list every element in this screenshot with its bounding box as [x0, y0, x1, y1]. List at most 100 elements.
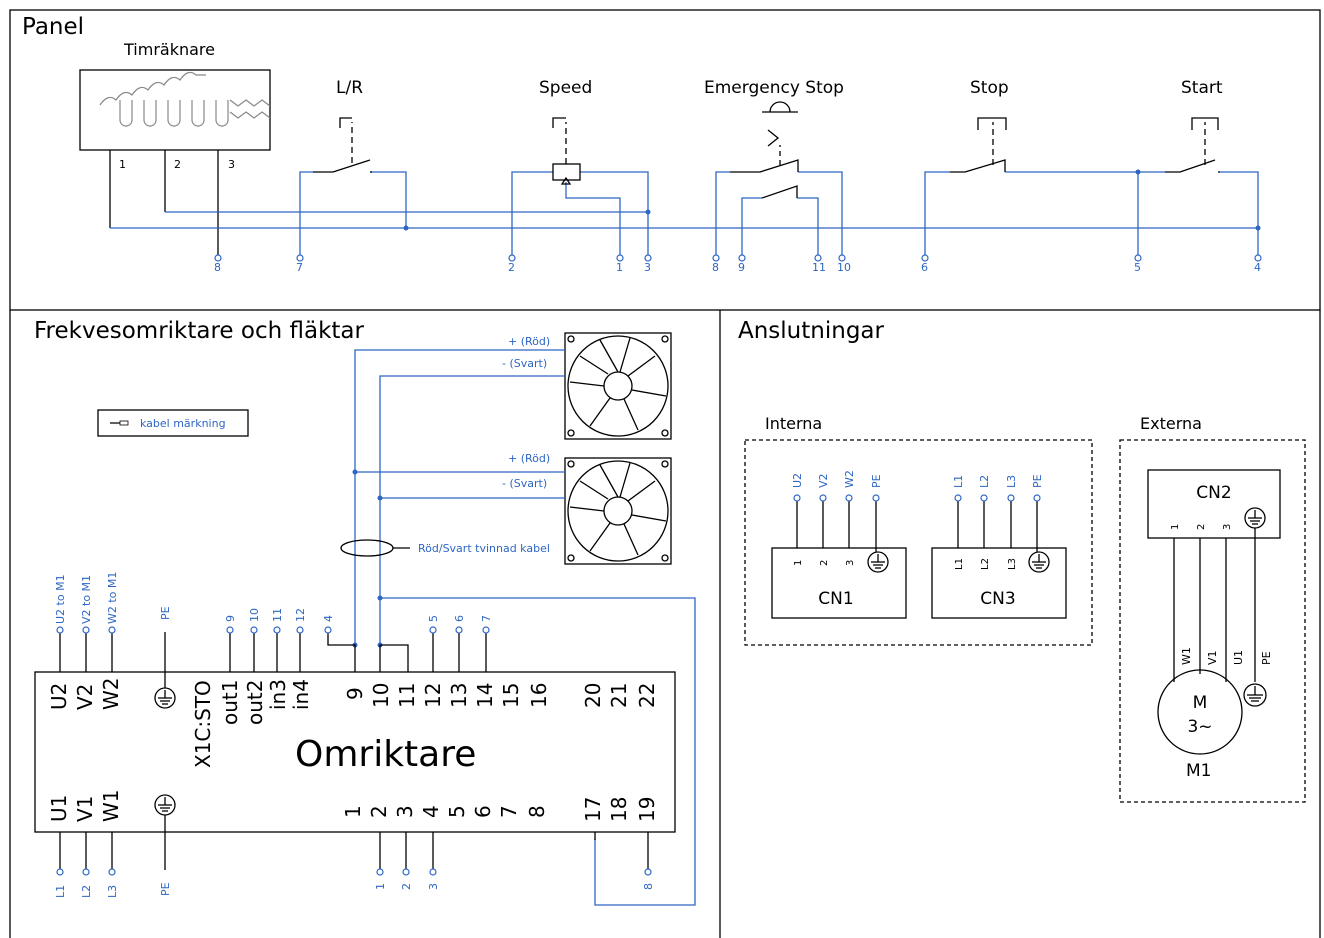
- svg-text:CN2: CN2: [1196, 483, 1231, 503]
- switch-label-lr: L/R: [336, 78, 363, 98]
- drive-top-wires: [59, 632, 487, 688]
- svg-text:21: 21: [607, 683, 631, 708]
- inverter-name: Omriktare: [295, 734, 476, 775]
- panel-wiring: [110, 171, 1259, 255]
- ground-icon: [867, 551, 889, 573]
- svg-text:V2: V2: [817, 473, 830, 488]
- twisted-cable-label: Röd/Svart tvinnad kabel: [418, 542, 550, 555]
- timer-coil-icon: [99, 71, 271, 127]
- svg-text:2: 2: [819, 560, 830, 566]
- svg-text:3: 3: [845, 560, 856, 566]
- svg-text:1: 1: [793, 560, 804, 566]
- svg-text:PE: PE: [1031, 474, 1044, 488]
- ground-icon: [1244, 507, 1266, 529]
- terminal-label: 8: [712, 261, 719, 274]
- terminal-label: 1: [616, 261, 623, 274]
- internal-frame: [744, 439, 1093, 646]
- terminal-label: 8: [214, 261, 221, 274]
- twisted-cable-marker: Röd/Svart tvinnad kabel: [340, 539, 550, 557]
- svg-text:2: 2: [400, 883, 413, 890]
- ground-icon: [154, 687, 176, 709]
- svg-text:PE: PE: [159, 606, 172, 620]
- svg-text:U2: U2: [47, 683, 71, 710]
- svg-text:5: 5: [427, 615, 440, 622]
- switch-label-start: Start: [1181, 78, 1223, 98]
- motor-wire-labels: W1 V1 U1 PE: [1180, 647, 1273, 665]
- svg-text:3: 3: [393, 805, 417, 818]
- ground-icon: [1243, 683, 1267, 707]
- svg-text:22: 22: [635, 683, 659, 708]
- svg-text:L1: L1: [954, 558, 965, 570]
- legend-text: kabel märkning: [140, 417, 226, 430]
- svg-text:20: 20: [581, 683, 605, 708]
- inverter-top-terminals: U2 V2 W2 X1C:STO out1 out2 in3 in4 9 10 …: [47, 678, 659, 769]
- svg-text:V1: V1: [73, 796, 97, 822]
- svg-text:11: 11: [395, 683, 419, 708]
- svg-text:12: 12: [294, 608, 307, 622]
- terminal-label: 10: [837, 261, 851, 274]
- svg-text:15: 15: [499, 683, 523, 708]
- svg-text:X1C:STO: X1C:STO: [191, 680, 215, 768]
- svg-text:7: 7: [497, 805, 521, 818]
- svg-text:4: 4: [419, 805, 443, 818]
- svg-text:PE: PE: [870, 474, 883, 488]
- timer-block: Timräknare 1 2 3: [79, 40, 271, 255]
- svg-text:V2: V2: [73, 684, 97, 710]
- terminal-label: 4: [1254, 261, 1261, 274]
- svg-text:CN3: CN3: [980, 589, 1015, 609]
- svg-text:L2: L2: [978, 475, 991, 488]
- panel-frame: [9, 9, 1321, 311]
- svg-text:W1: W1: [99, 790, 123, 823]
- svg-text:8: 8: [642, 883, 655, 890]
- cn3-connector: CN3 L1 L2 L3 PE L1 L2 L3: [931, 474, 1067, 619]
- svg-text:W2: W2: [99, 678, 123, 711]
- cn2-connector: CN2 1 2 3: [1147, 469, 1281, 539]
- svg-text:4: 4: [322, 615, 335, 622]
- drive-bottom-wires: [59, 815, 649, 870]
- svg-text:8: 8: [525, 805, 549, 818]
- svg-text:1: 1: [341, 805, 365, 818]
- svg-text:19: 19: [635, 797, 659, 822]
- svg-text:W2 to M1: W2 to M1: [106, 572, 119, 624]
- svg-text:M: M: [1193, 693, 1208, 713]
- timer-pin-label: 3: [228, 158, 235, 171]
- fan-icon: [564, 457, 672, 565]
- svg-text:7: 7: [480, 615, 493, 622]
- switch-label-estop: Emergency Stop: [704, 78, 844, 98]
- motor-name: M1: [1186, 761, 1211, 781]
- switch-estop: [730, 101, 799, 199]
- svg-text:13: 13: [447, 683, 471, 708]
- fan-plus-label: + (Röd): [508, 335, 550, 348]
- svg-text:L1: L1: [952, 475, 965, 488]
- ground-icon: [154, 794, 176, 816]
- terminal-label: 11: [812, 261, 826, 274]
- terminal-label: 6: [921, 261, 928, 274]
- external-title: Externa: [1140, 414, 1202, 433]
- timer-pin-label: 2: [174, 158, 181, 171]
- svg-text:10: 10: [369, 683, 393, 708]
- fan-plus-label: + (Röd): [508, 452, 550, 465]
- svg-text:5: 5: [445, 805, 469, 818]
- switch-label-speed: Speed: [539, 78, 592, 98]
- svg-text:3: 3: [427, 883, 440, 890]
- svg-text:2: 2: [1196, 524, 1207, 530]
- fan-icon: [564, 332, 672, 440]
- svg-text:L3: L3: [106, 885, 119, 898]
- inverter-bottom-terminals: U1 V1 W1 1 2 3 4 5 6 7 8 17 18 19: [47, 790, 659, 823]
- svg-text:in3: in3: [266, 679, 290, 710]
- svg-text:PE: PE: [1260, 651, 1273, 665]
- timer-title: Timräknare: [123, 40, 215, 59]
- svg-text:U2 to M1: U2 to M1: [54, 574, 67, 624]
- section-title-connections: Anslutningar: [738, 318, 885, 344]
- svg-text:14: 14: [473, 683, 497, 708]
- terminal-label: 5: [1134, 261, 1141, 274]
- panel-terminals: 8 7 2 1 3 8 9 11 10 6 5 4: [214, 254, 1262, 274]
- svg-text:CN1: CN1: [818, 589, 853, 609]
- svg-text:9: 9: [343, 687, 367, 700]
- svg-text:17: 17: [581, 797, 605, 822]
- svg-text:9: 9: [224, 615, 237, 622]
- svg-text:U2: U2: [791, 473, 804, 488]
- svg-text:L3: L3: [1007, 558, 1018, 570]
- svg-text:W1: W1: [1180, 647, 1193, 665]
